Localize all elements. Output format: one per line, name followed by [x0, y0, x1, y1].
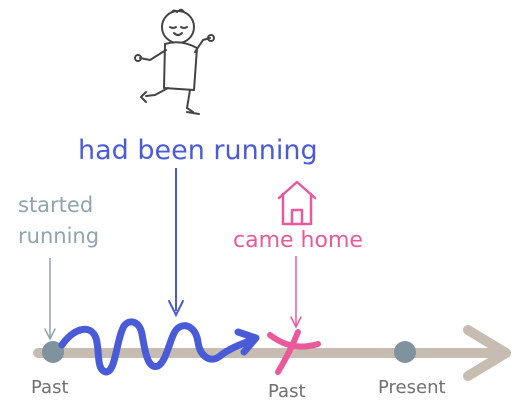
event-label: came home	[233, 228, 363, 253]
timeline-label-past-2: Past	[268, 381, 306, 401]
start-label-line2: running	[18, 224, 99, 248]
present-dot	[394, 341, 416, 363]
start-dot	[42, 341, 64, 363]
house-icon	[277, 180, 317, 226]
tense-label: had been running	[78, 135, 318, 166]
running-person-icon	[134, 8, 215, 115]
timeline-label-present: Present	[378, 377, 446, 398]
duration-arrow	[168, 168, 184, 318]
event-cross	[267, 329, 321, 375]
start-arrow	[44, 258, 56, 341]
duration-squiggle	[58, 318, 260, 376]
start-label-line1: started	[18, 193, 93, 217]
event-arrow	[290, 256, 302, 329]
timeline-label-past-1: Past	[31, 377, 69, 398]
